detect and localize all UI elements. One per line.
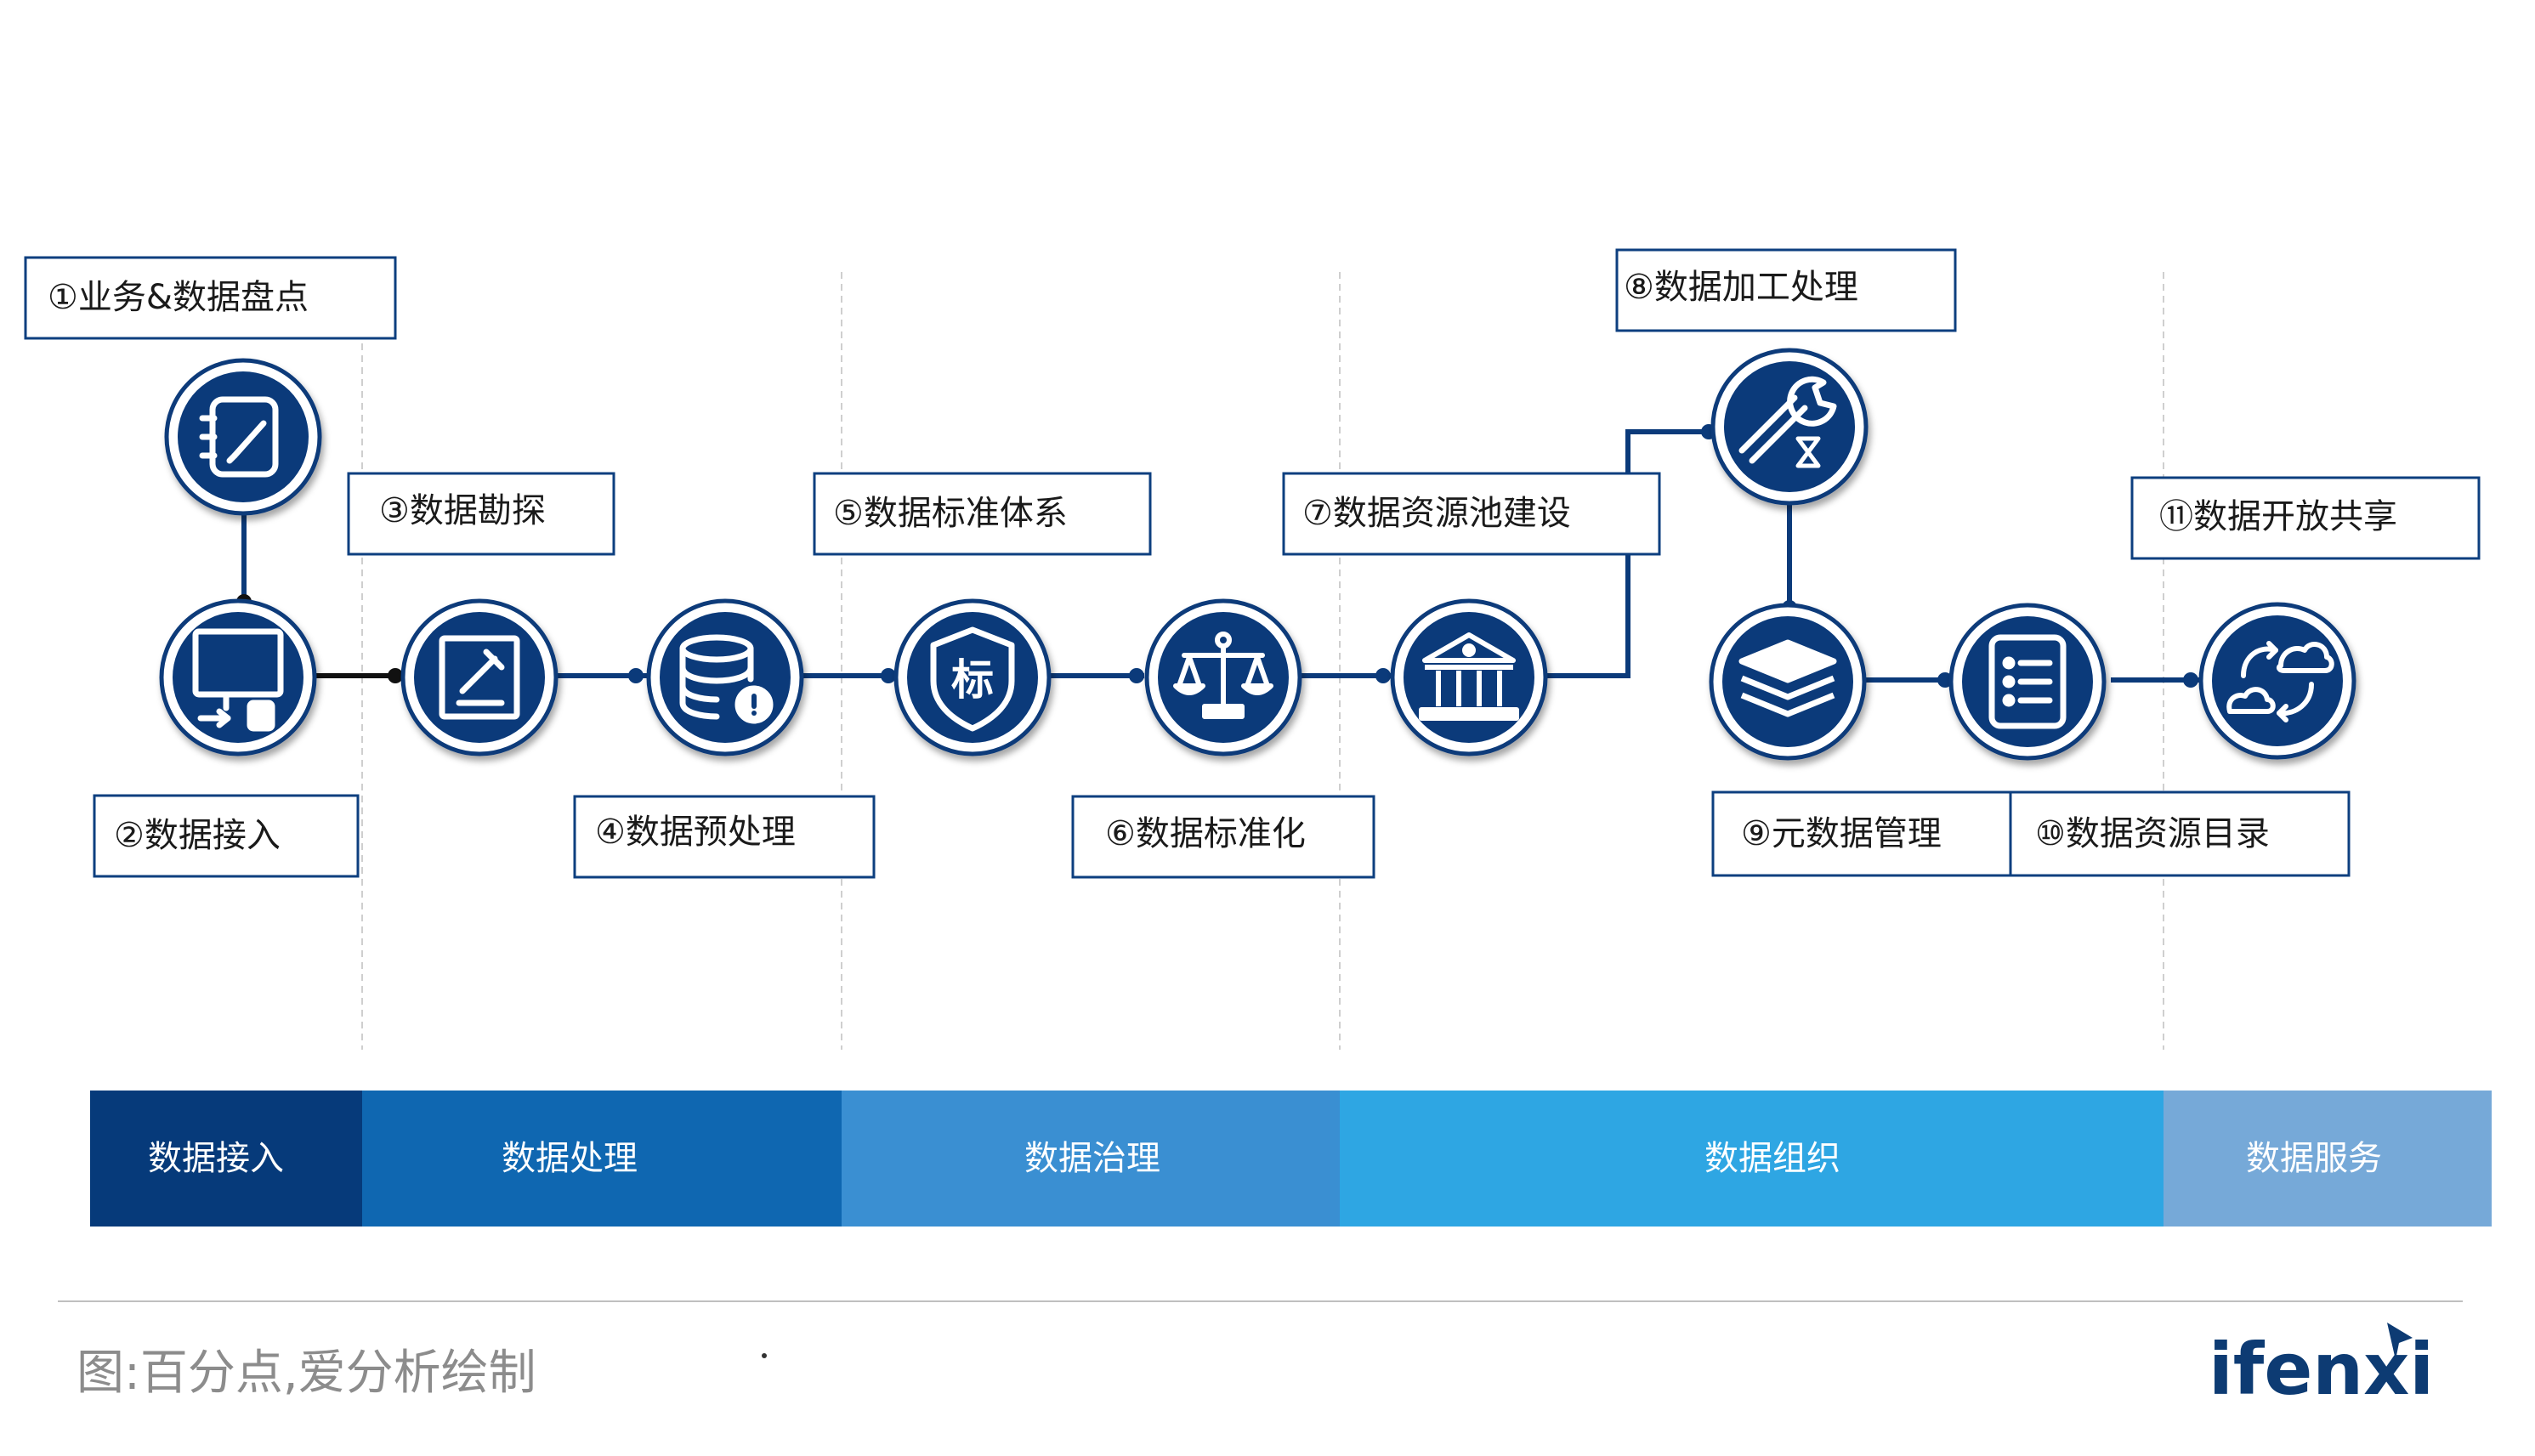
connector-dot: [388, 668, 403, 683]
label-box: [573, 795, 876, 879]
step-label-text: ⑥数据标准化: [1105, 814, 1306, 853]
stage-segment-3: [842, 1091, 1340, 1227]
connector-dot: [1129, 668, 1144, 683]
step-label-6: ⑥数据标准化: [1071, 795, 1375, 879]
step-node-5: 标: [893, 598, 1052, 756]
brand-arrow-icon: [2387, 1323, 2413, 1360]
stage-label: 数据服务: [2246, 1139, 2382, 1178]
step-label-text: ⑤数据标准体系: [833, 494, 1068, 533]
step-label-8: ⑧数据加工处理: [1615, 248, 1957, 332]
step-label-10: ⑩数据资源目录: [2009, 790, 2351, 877]
stage-label: 数据处理: [502, 1139, 638, 1178]
step-label-7: ⑦数据资源池建设: [1282, 472, 1661, 556]
connector-dot: [628, 668, 644, 683]
step-node-2: [159, 598, 317, 756]
step-label-1: ①业务&数据盘点: [24, 256, 397, 340]
step-node-3: [400, 598, 559, 756]
label-box: [1071, 795, 1375, 879]
label-box: [1282, 472, 1661, 556]
step-label-5: ⑤数据标准体系: [813, 472, 1152, 556]
stage-label: 数据组织: [1704, 1139, 1840, 1178]
step-node-11: [2198, 602, 2356, 760]
step-node-7: [1390, 598, 1548, 756]
step-node-1: [164, 358, 322, 516]
step-label-text: ③数据勘探: [379, 491, 546, 530]
step-label-4: ④数据预处理: [573, 795, 876, 879]
wrench-hourglass-icon: [1738, 376, 1837, 468]
step-label-text: ⑨元数据管理: [1741, 814, 1942, 853]
label-box: [2009, 790, 2351, 877]
stage-segment-4: [1340, 1091, 2164, 1227]
label-box: [2130, 476, 2481, 560]
stage-segment-2: [362, 1091, 842, 1227]
step-node-9: [1709, 603, 1867, 761]
node-fill: [1404, 612, 1534, 743]
step-node-4: [646, 598, 804, 756]
step-label-11: ⑪数据开放共享: [2130, 476, 2481, 560]
step-label-9: ⑨元数据管理: [1711, 790, 2012, 877]
step-node-10: [1948, 603, 2107, 761]
stage-label: 数据接入: [148, 1139, 284, 1178]
layers-icon: [1738, 639, 1837, 717]
document-edit-icon: [439, 635, 520, 720]
label-box: [1711, 790, 2012, 877]
shield-char: 标: [951, 655, 994, 705]
node-fill: [178, 371, 309, 502]
connector-dot: [881, 668, 896, 683]
step-node-6: [1144, 598, 1302, 756]
scales-icon: [1173, 632, 1273, 719]
step-label-text: ⑪数据开放共享: [2159, 497, 2397, 536]
shield-badge-icon: 标: [930, 626, 1015, 732]
step-label-text: ②数据接入: [114, 816, 281, 855]
bank-building-icon: [1419, 632, 1519, 721]
step-label-text: ⑧数据加工处理: [1624, 268, 1858, 307]
label-box: [1615, 248, 1957, 332]
stage-label: 数据治理: [1024, 1139, 1160, 1178]
label-box: [813, 472, 1152, 556]
step-labels: ①业务&数据盘点 ②数据接入 ③数据勘探 ④数据预处理 ⑤数据标准体系 ⑥数据标…: [24, 248, 2481, 879]
step-label-2: ②数据接入: [93, 794, 360, 878]
connector-dot: [2183, 672, 2198, 688]
step-label-3: ③数据勘探: [347, 472, 615, 556]
step-label-text: ⑩数据资源目录: [2035, 814, 2270, 853]
stage-separators: [361, 272, 2164, 1050]
ifenxi-logo: ifenxi: [2209, 1323, 2434, 1411]
cloud-share-icon: [2226, 641, 2334, 722]
stage-segment-5: [2164, 1091, 2492, 1227]
database-alert-icon: [679, 634, 774, 724]
node-fill: [660, 612, 791, 743]
step-node-8: [1710, 348, 1869, 506]
notebook-pen-icon: [199, 396, 279, 478]
stray-dot: [762, 1353, 767, 1358]
monitor-input-icon: [192, 628, 284, 732]
step-label-text: ⑦数据资源池建设: [1302, 494, 1571, 533]
node-fill: [2212, 615, 2343, 746]
stage-segment-1: [90, 1091, 362, 1227]
checklist-icon: [1988, 634, 2067, 729]
connector-dot: [1937, 672, 1953, 688]
step-label-text: ①业务&数据盘点: [48, 278, 309, 317]
source-caption: 图:百分点,爱分析绘制: [77, 1346, 536, 1401]
step-label-text: ④数据预处理: [595, 813, 796, 852]
label-box: [93, 794, 360, 878]
label-box: [24, 256, 397, 340]
stage-band: 数据接入 数据处理 数据治理 数据组织 数据服务: [90, 1091, 2492, 1227]
label-box: [347, 472, 615, 556]
connector-dot: [1375, 668, 1391, 683]
